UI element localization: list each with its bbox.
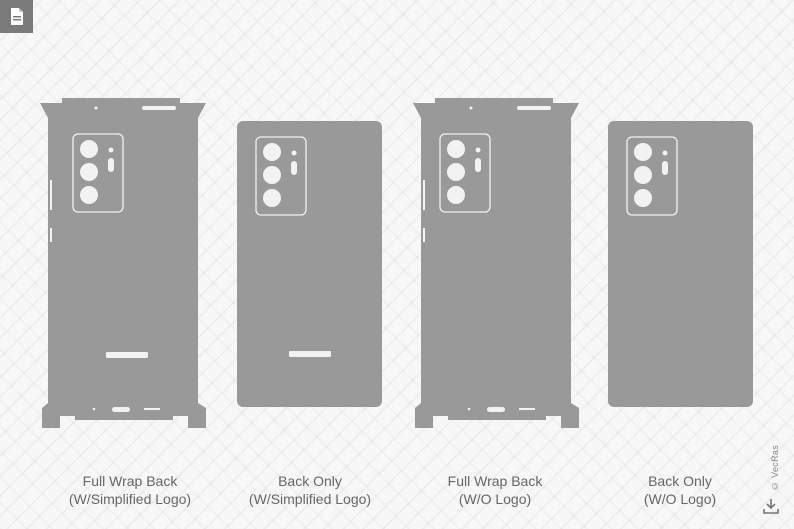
watermark-text: © VecRas <box>770 445 780 491</box>
caption-line2: (W/O Logo) <box>458 491 532 507</box>
document-icon <box>10 7 23 25</box>
caption-line2: (W/O Logo) <box>643 491 717 507</box>
caption-line1: Back Only <box>278 473 342 489</box>
caption-line2: (W/Simplified Logo) <box>68 491 192 507</box>
file-badge[interactable] <box>0 0 33 33</box>
caption-back-only-logo: Back Only (W/Simplified Logo) <box>210 472 410 508</box>
caption-line1: Full Wrap Back <box>447 473 543 489</box>
caption-line2: (W/Simplified Logo) <box>248 491 372 507</box>
caption-full-wrap-nologo: Full Wrap Back (W/O Logo) <box>395 472 595 508</box>
caption-line1: Full Wrap Back <box>82 473 178 489</box>
back-only-logo-shape <box>237 121 382 407</box>
caption-full-wrap-logo: Full Wrap Back (W/Simplified Logo) <box>30 472 230 508</box>
back-only-nologo-shape <box>608 121 753 407</box>
caption-line1: Back Only <box>648 473 712 489</box>
template-back-only-nologo[interactable] <box>608 121 754 408</box>
download-button[interactable] <box>762 497 780 515</box>
template-back-only-logo[interactable] <box>237 121 383 408</box>
caption-back-only-nologo: Back Only (W/O Logo) <box>580 472 780 508</box>
template-full-wrap-nologo[interactable] <box>413 98 581 430</box>
full-wrap-logo-shape <box>40 98 206 428</box>
template-full-wrap-logo[interactable] <box>40 98 208 430</box>
full-wrap-nologo-shape <box>413 98 579 428</box>
download-icon <box>763 499 779 514</box>
